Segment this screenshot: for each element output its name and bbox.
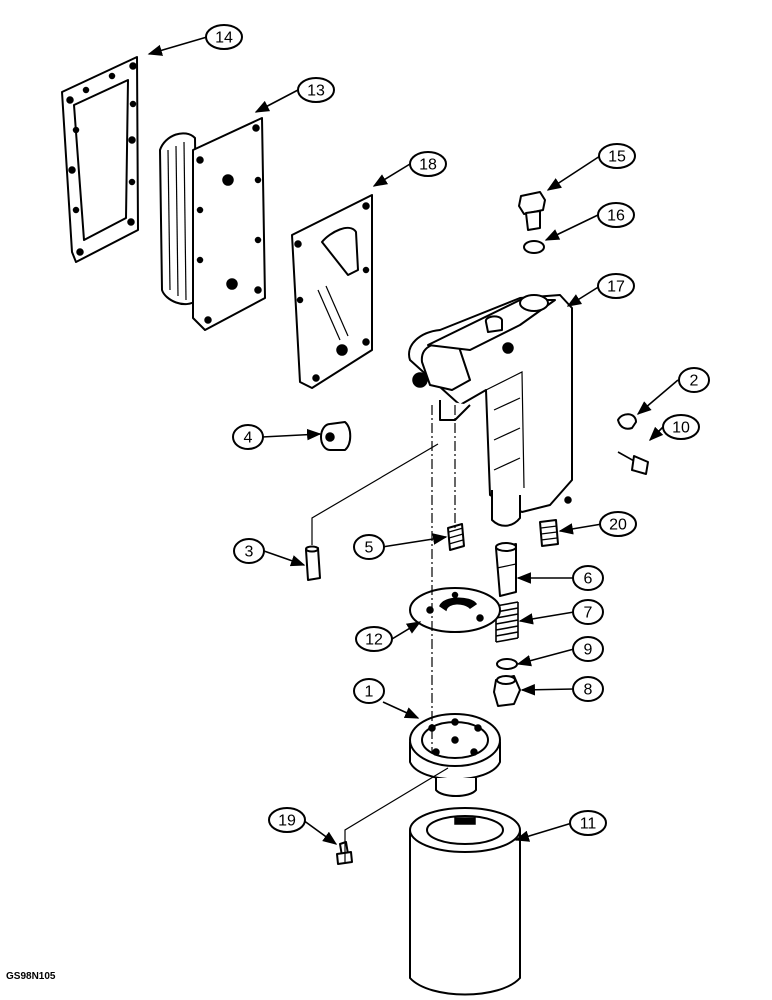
part-10-bolt: [617, 451, 649, 475]
callout-number: 11: [580, 816, 597, 833]
part-6-valve: [495, 542, 517, 597]
part-2-plug: [617, 413, 637, 430]
callout-circle: [409, 151, 447, 177]
callout-circle: [569, 810, 607, 836]
callout-number: 15: [608, 149, 626, 166]
part-8-plug: [493, 675, 521, 707]
callout-11: 11: [569, 810, 607, 836]
callout-circle: [353, 534, 385, 560]
callout-circle: [572, 599, 604, 625]
callout-number: 16: [607, 208, 625, 225]
callout-circle: [678, 367, 710, 393]
callout-number: 3: [245, 544, 254, 561]
callout-number: 20: [609, 517, 627, 534]
callout-circle: [597, 273, 635, 299]
callout-4: 4: [232, 424, 264, 450]
part-15-plug: [518, 191, 546, 231]
callout-7: 7: [572, 599, 604, 625]
callout-2: 2: [678, 367, 710, 393]
callout-18: 18: [409, 151, 447, 177]
callout-19: 19: [268, 807, 306, 833]
callout-circle: [598, 143, 636, 169]
callout-number: 4: [244, 430, 253, 447]
callout-number: 12: [365, 632, 383, 649]
callout-number: 6: [584, 571, 593, 588]
callout-10: 10: [662, 414, 700, 440]
part-13-oil-cooler: [159, 117, 266, 331]
part-20-plug: [539, 519, 559, 547]
callout-circle: [662, 414, 700, 440]
callout-5: 5: [353, 534, 385, 560]
callout-number: 7: [584, 605, 593, 622]
callout-number: 13: [307, 83, 325, 100]
part-3-dowel: [305, 545, 321, 581]
callout-circle: [355, 626, 393, 652]
part-16-o-ring: [523, 240, 545, 254]
callout-circle: [232, 424, 264, 450]
leader-lines: [147, 36, 679, 845]
callout-number: 10: [672, 420, 690, 437]
callout-circle: [353, 678, 385, 704]
part-18-gasket: [291, 194, 373, 389]
part-17-filter-head: [408, 294, 573, 527]
callout-circle: [572, 636, 604, 662]
callout-8: 8: [572, 676, 604, 702]
callout-number: 9: [584, 642, 593, 659]
callout-9: 9: [572, 636, 604, 662]
part-1-filter-base: [409, 713, 501, 797]
callout-16: 16: [597, 202, 635, 228]
part-11-filter: [409, 807, 521, 996]
part-9-o-ring: [496, 658, 518, 670]
callout-number: 1: [365, 684, 374, 701]
callout-20: 20: [599, 511, 637, 537]
part-5-fitting: [447, 523, 465, 551]
callout-circle: [268, 807, 306, 833]
part-14-gasket: [61, 56, 139, 263]
callout-number: 18: [419, 157, 437, 174]
callout-labels: 14 13 18 15 16 17 2 10 4 3 5 20 6 7 12 9 8 1 19 11: [205, 24, 710, 836]
figure-code: GS98N105: [6, 971, 56, 982]
callout-number: 17: [607, 279, 625, 296]
callout-number: 8: [584, 682, 593, 699]
part-12-plate: [409, 587, 501, 633]
callout-3: 3: [233, 538, 265, 564]
alignment-lines: [311, 405, 456, 862]
callout-number: 14: [215, 30, 233, 47]
callout-number: 5: [365, 540, 374, 557]
callout-14: 14: [205, 24, 243, 50]
callout-12: 12: [355, 626, 393, 652]
part-4-plug: [320, 421, 352, 451]
callout-number: 19: [278, 813, 296, 830]
callout-6: 6: [572, 565, 604, 591]
callout-circle: [599, 511, 637, 537]
callout-circle: [572, 676, 604, 702]
callout-circle: [297, 77, 335, 103]
callout-13: 13: [297, 77, 335, 103]
callout-number: 2: [690, 373, 699, 390]
callout-17: 17: [597, 273, 635, 299]
callout-circle: [572, 565, 604, 591]
callout-15: 15: [598, 143, 636, 169]
callout-circle: [233, 538, 265, 564]
callout-circle: [597, 202, 635, 228]
callout-1: 1: [353, 678, 385, 704]
callout-circle: [205, 24, 243, 50]
